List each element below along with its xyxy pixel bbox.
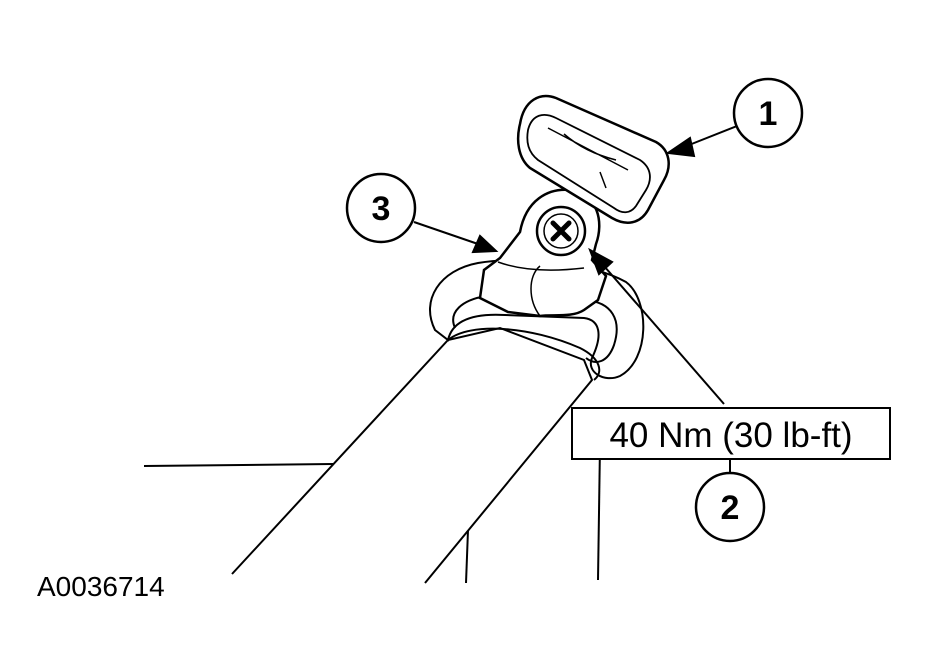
arrow-2 <box>588 247 614 276</box>
callout-3-circle <box>345 172 417 244</box>
seat-side-line-right <box>597 444 601 581</box>
cover-slot <box>547 127 629 171</box>
callout-2-circle <box>694 471 766 543</box>
callout-1-label: 1 <box>759 95 778 133</box>
arrow-3 <box>471 234 499 254</box>
callout-1-circle <box>732 77 804 149</box>
callout-3: 3 <box>345 172 417 244</box>
escutcheon-inner <box>452 294 618 363</box>
callout-2: 2 <box>694 471 766 543</box>
seat-side-line-left <box>465 529 469 584</box>
callout-1: 1 <box>732 77 804 149</box>
arrow-1 <box>665 136 696 158</box>
anchor-plate <box>478 188 608 318</box>
anchor-plate-crease <box>530 265 541 317</box>
callout-3-label: 3 <box>372 190 391 228</box>
torque-spec-frame <box>571 407 891 460</box>
seat-cushion-edge <box>143 463 334 467</box>
anchor-cover <box>516 94 670 224</box>
torque-spec-text: 40 Nm (30 lb-ft) <box>609 416 852 455</box>
leader-3 <box>413 221 479 245</box>
belt-fold-edge <box>447 327 601 381</box>
bolt-torx-recess <box>550 220 572 242</box>
seat-outline <box>143 444 601 584</box>
cover-recess <box>526 114 651 214</box>
cover-detail <box>599 171 607 189</box>
figure-id: A0036714 <box>37 571 165 602</box>
anchor-plate-body <box>478 188 608 318</box>
leader-1 <box>683 125 738 148</box>
belt-webbing <box>231 326 594 584</box>
leader-2 <box>603 265 725 405</box>
callout-2-label: 2 <box>721 489 740 527</box>
leader-lines <box>413 125 738 472</box>
belt-strap <box>231 326 594 584</box>
torque-spec-box: 40 Nm (30 lb-ft) <box>571 407 891 460</box>
